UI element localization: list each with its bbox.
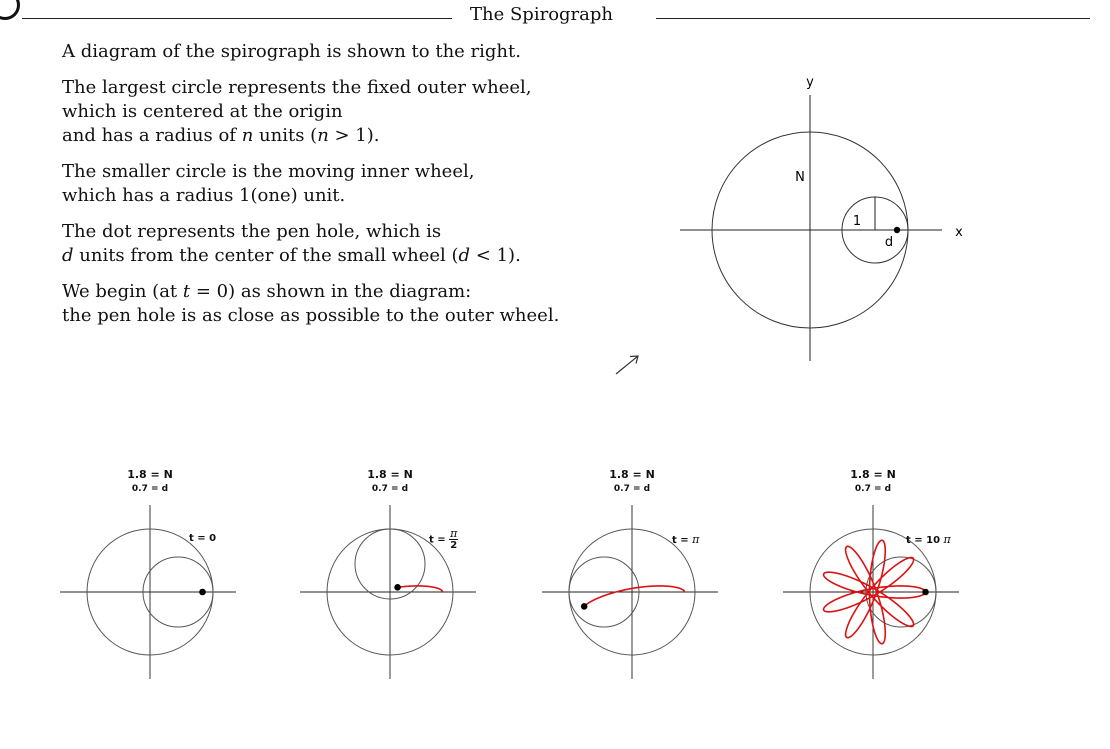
page-title: The Spirograph [470, 4, 613, 25]
panel-t-label: t = 0 [189, 533, 216, 544]
fraction-denominator: 2 [450, 540, 458, 551]
spirograph-panel-t-pi: 1.8 = N 0.7 = d t = π [532, 460, 732, 690]
intro-line: d units from the center of the small whe… [62, 244, 642, 268]
panel-n-label: 1.8 = N [127, 468, 173, 481]
panel-plot [542, 505, 718, 679]
pen-dot [922, 588, 929, 596]
inner-wheel [865, 556, 937, 628]
inner-wheel [568, 556, 640, 628]
text-fragment: We begin (at [62, 281, 183, 302]
t-prefix: t = [906, 535, 927, 546]
pen-distance-label: d [885, 235, 893, 250]
panel-t-label: t = 10 π [906, 533, 951, 546]
panel-plot [300, 505, 476, 679]
t-value: 10 [926, 535, 944, 546]
spirograph-panel-t-10pi: 1.8 = N 0.7 = d t = 10 π [773, 460, 973, 690]
text-fragment: > 1). [328, 125, 380, 146]
pen-dot [580, 603, 588, 610]
t-prefix: t = [429, 534, 450, 546]
spirograph-diagram: y x N 1 d [680, 75, 963, 361]
panel-d-label: 0.7 = d [371, 484, 409, 494]
math-var: n [241, 125, 254, 146]
outer-radius-label: N [795, 170, 805, 185]
pen-trace [583, 585, 686, 607]
intro-line: and has a radius of n units (n > 1). [62, 124, 642, 148]
t-prefix: t = [672, 535, 693, 546]
math-var: t [182, 281, 191, 302]
text-fragment: and has a radius of [62, 125, 242, 146]
paragraph-3: The smaller circle is the moving inner w… [62, 160, 642, 208]
t-prefix: t = [189, 533, 210, 544]
intro-line: The largest circle represents the fixed … [62, 77, 532, 98]
paragraph-5: We begin (at t = 0) as shown in the diag… [62, 280, 642, 328]
paragraph-4: The dot represents the pen hole, which i… [62, 220, 642, 268]
panel-d-label: 0.7 = d [613, 484, 651, 494]
paragraph-1: A diagram of the spirograph is shown to … [62, 40, 642, 64]
intro-line: We begin (at t = 0) as shown in the diag… [62, 280, 642, 304]
inner-wheel [142, 556, 214, 628]
panel-n-label: 1.8 = N [850, 468, 896, 481]
title-rule-left [22, 18, 452, 19]
panel-n-label: 1.8 = N [367, 468, 413, 481]
paragraph-2: The largest circle represents the fixed … [62, 76, 642, 148]
panel-d-label: 0.7 = d [131, 484, 169, 494]
text-fragment: units ( [253, 125, 318, 146]
text-fragment: units from the center of the small wheel… [73, 245, 459, 266]
intro-line: the pen hole is as close as possible to … [62, 305, 560, 326]
panel-plot [60, 505, 236, 679]
t-value: 0 [209, 533, 217, 544]
pen-dot [394, 584, 401, 591]
text-fragment: = 0) as shown in the diagram: [190, 281, 472, 302]
intro-line: The smaller circle is the moving inner w… [62, 161, 475, 182]
panel-t-label: t = π [672, 533, 699, 546]
header: The Spirograph [22, 4, 1090, 26]
pen-dot [893, 226, 901, 234]
inner-radius-label: 1 [853, 214, 861, 229]
panel-plot [783, 505, 959, 679]
intro-line: which has a radius 1(one) unit. [62, 185, 346, 206]
diagonal-arrow-icon [615, 355, 639, 375]
pen-trace [822, 539, 927, 645]
math-var: n [317, 125, 329, 146]
panel-d-label: 0.7 = d [854, 484, 892, 494]
t-pi: π [943, 533, 951, 546]
spirograph-panel-t0: 1.8 = N 0.7 = d t = 0 [50, 460, 250, 690]
t-pi: π [692, 533, 700, 546]
intro-line: which is centered at the origin [62, 101, 343, 122]
intro-line: The dot represents the pen hole, which i… [62, 221, 442, 242]
panel-n-label: 1.8 = N [609, 468, 655, 481]
math-var: d [62, 245, 74, 266]
y-axis-label: y [806, 75, 814, 90]
inner-wheel [354, 528, 426, 600]
pen-dot [199, 588, 206, 596]
x-axis-label: x [955, 225, 963, 240]
intro-text: A diagram of the spirograph is shown to … [62, 40, 642, 340]
pen-trace [397, 585, 444, 592]
math-var: d [458, 245, 471, 266]
fraction-numerator: π [449, 527, 459, 540]
intro-line: A diagram of the spirograph is shown to … [62, 41, 521, 62]
title-rule-right [656, 18, 1090, 19]
text-fragment: < 1). [470, 245, 521, 266]
